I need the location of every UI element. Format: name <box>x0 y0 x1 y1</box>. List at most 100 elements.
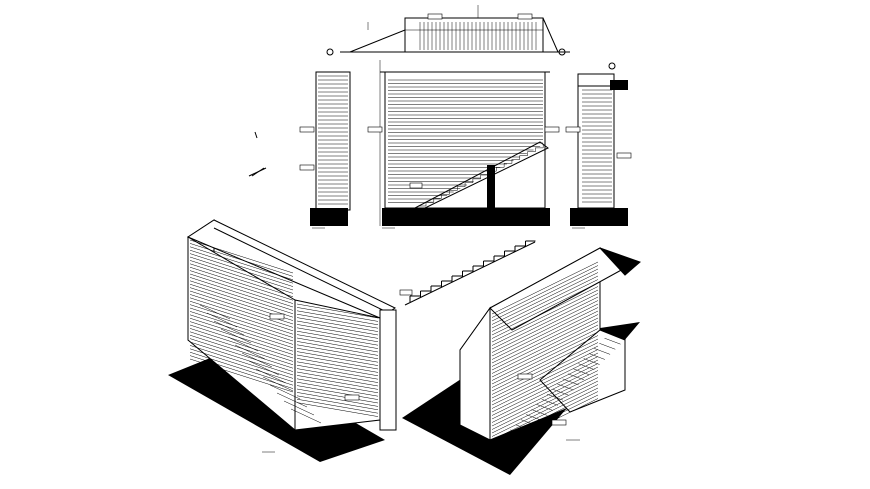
drawing-line <box>189 273 294 308</box>
drawing-line <box>515 424 532 431</box>
drawing-line <box>189 239 294 274</box>
drawing-line <box>491 387 599 441</box>
drawing-line <box>296 347 379 363</box>
drawing-line <box>189 348 294 383</box>
drawing-line <box>296 385 379 400</box>
drawing-line <box>491 324 599 378</box>
drawing-line <box>491 384 599 437</box>
drawing-line <box>189 351 294 386</box>
drawing-line <box>276 392 308 408</box>
drawing-line <box>520 419 537 426</box>
drawing-line <box>269 384 301 400</box>
drawing-line <box>189 266 294 301</box>
drawing-line <box>578 363 595 370</box>
drawing-line <box>189 256 294 291</box>
drawing-line <box>491 335 599 388</box>
drawing-line <box>189 280 294 315</box>
drawing-line <box>491 331 599 385</box>
drawing-line <box>296 344 379 360</box>
isometric-right <box>402 247 641 475</box>
drawing-line <box>296 310 379 326</box>
drawing-line <box>491 307 599 360</box>
detail-symbols <box>248 131 267 177</box>
drawing-line <box>189 277 294 311</box>
drawing-line <box>189 253 294 287</box>
drawing-line <box>189 345 294 379</box>
drawing-line <box>189 341 294 376</box>
drawing-line <box>491 342 599 395</box>
drawing-line <box>189 321 294 355</box>
drawing-line <box>491 261 599 315</box>
drawing-line <box>491 363 599 416</box>
drawing-line <box>567 373 585 381</box>
grid-bubble-right <box>558 48 566 56</box>
drawing-line <box>296 354 379 370</box>
drawing-line <box>189 294 294 328</box>
drawing-line <box>505 434 522 442</box>
drawing-line <box>526 414 543 421</box>
drawing-line <box>296 398 379 414</box>
section-top-view <box>326 5 570 56</box>
drawing-line <box>296 375 379 390</box>
drawing-line <box>296 371 379 387</box>
drawing-line <box>491 352 599 406</box>
drawing-line <box>296 395 379 411</box>
drawing-line <box>491 338 599 392</box>
drawing-line <box>296 351 379 366</box>
drawing-line <box>491 289 599 343</box>
drawing-line <box>609 332 626 340</box>
drawing-line <box>499 439 517 447</box>
drawing-line <box>189 243 294 277</box>
drawing-line <box>296 388 379 404</box>
drawing-line <box>491 356 599 409</box>
drawing-line <box>296 307 379 322</box>
drawing-line <box>227 336 259 352</box>
drawing-line <box>491 349 599 402</box>
drawing-line <box>189 317 294 352</box>
drawing-line <box>491 394 599 448</box>
drawing-line <box>213 320 245 336</box>
drawing-line <box>189 358 294 393</box>
drawing-line <box>189 324 294 359</box>
drawing-line <box>491 380 599 434</box>
drawing-line <box>491 345 599 399</box>
drawing-line <box>296 330 379 346</box>
drawing-line <box>189 311 294 345</box>
drawing-line <box>491 265 599 318</box>
drawing-line <box>296 341 379 356</box>
drawing-line <box>583 358 600 365</box>
drawing-line <box>296 378 379 394</box>
drawing-line <box>296 402 379 417</box>
drawing-line <box>557 383 574 391</box>
drawing-line <box>552 388 569 396</box>
drawing-line <box>491 282 599 336</box>
drawing-line <box>296 327 379 343</box>
drawing-line <box>296 317 379 332</box>
drawing-line <box>531 409 548 416</box>
drawing-line <box>599 343 616 350</box>
drawing-line <box>491 275 599 329</box>
drawing-line <box>296 361 379 377</box>
front-elevation <box>367 60 560 229</box>
drawing-line <box>491 314 599 367</box>
drawing-line <box>241 352 273 368</box>
drawing-line <box>491 296 599 350</box>
isometric-left <box>168 219 397 462</box>
drawing-line <box>546 393 564 401</box>
drawing-line <box>491 321 599 374</box>
side-elevation-right <box>565 62 632 229</box>
drawing-line <box>491 272 599 325</box>
drawing-line <box>536 404 553 411</box>
drawing-line <box>189 246 294 281</box>
drawing-line <box>296 392 379 407</box>
drawing-line <box>491 303 599 357</box>
drawing-line <box>491 373 599 427</box>
drawing-line <box>283 400 315 416</box>
drawing-line <box>604 337 621 345</box>
drawing-line <box>541 399 558 406</box>
stair-detail <box>399 240 536 306</box>
drawing-line <box>189 270 294 304</box>
drawing-line <box>491 398 599 451</box>
drawing-line <box>189 338 294 372</box>
drawing-line <box>189 304 294 338</box>
